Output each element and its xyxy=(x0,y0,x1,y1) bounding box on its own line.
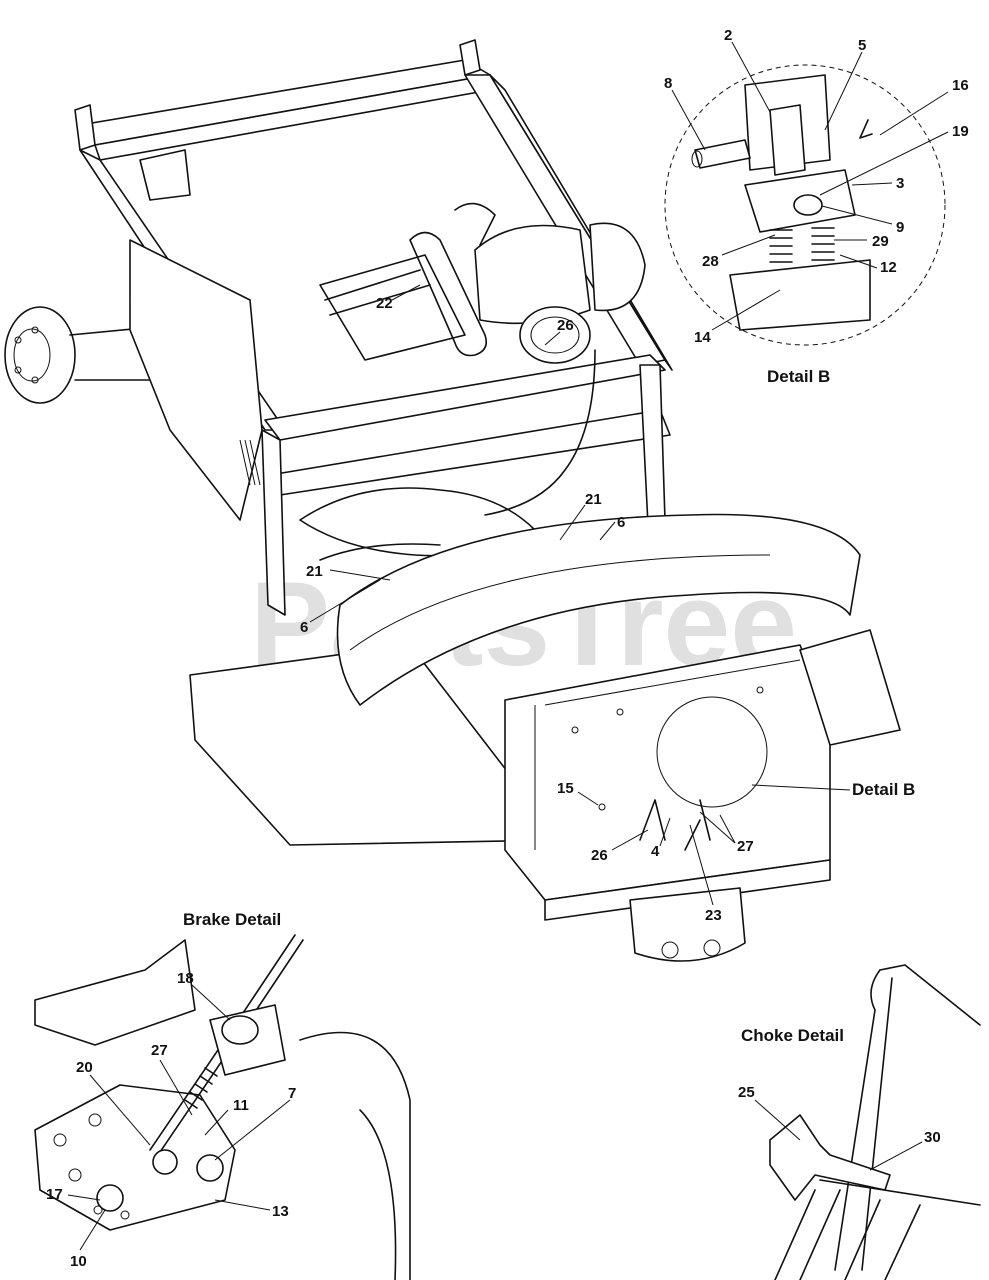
spring-left xyxy=(769,229,793,263)
choke-detail-view xyxy=(769,964,981,1280)
callout-3: 3 xyxy=(896,175,904,192)
callout-19: 19 xyxy=(952,123,969,140)
callout-4: 4 xyxy=(651,843,660,860)
detail-b-callout-label: Detail B xyxy=(852,780,915,799)
detail-b-title: Detail B xyxy=(767,367,830,386)
callout-13: 13 xyxy=(272,1203,289,1220)
callout-21-right: 21 xyxy=(585,491,602,508)
callout-26-engine: 26 xyxy=(557,317,574,334)
callout-10: 10 xyxy=(70,1253,87,1270)
callout-17: 17 xyxy=(46,1186,63,1203)
detail-b-view xyxy=(664,64,946,346)
callout-12: 12 xyxy=(880,259,897,276)
frame-assembly xyxy=(4,39,901,962)
callout-5: 5 xyxy=(858,37,866,54)
callout-20: 20 xyxy=(76,1059,93,1076)
callout-25: 25 xyxy=(738,1084,755,1101)
callout-30: 30 xyxy=(924,1129,941,1146)
callout-22: 22 xyxy=(376,295,393,312)
callout-27-brake: 27 xyxy=(151,1042,168,1059)
callout-27-panel: 27 xyxy=(737,838,754,855)
callout-14: 14 xyxy=(694,329,711,346)
callout-29: 29 xyxy=(872,233,889,250)
callout-8: 8 xyxy=(664,75,672,92)
choke-detail-title: Choke Detail xyxy=(741,1026,844,1045)
brake-detail-view xyxy=(34,934,411,1280)
callout-6-left: 6 xyxy=(300,619,308,636)
callout-labels: 2 5 8 16 19 3 9 28 29 12 14 22 26 21 6 2… xyxy=(46,27,969,1270)
callout-7: 7 xyxy=(288,1085,296,1102)
callout-6-right: 6 xyxy=(617,514,625,531)
callout-23: 23 xyxy=(705,907,722,924)
callout-15: 15 xyxy=(557,780,574,797)
callout-28: 28 xyxy=(702,253,719,270)
brake-detail-title: Brake Detail xyxy=(183,910,281,929)
callout-11: 11 xyxy=(233,1097,249,1114)
callout-16: 16 xyxy=(952,77,969,94)
callout-18: 18 xyxy=(177,970,194,987)
callout-9: 9 xyxy=(896,219,904,236)
callout-21-left: 21 xyxy=(306,563,323,580)
spring-right xyxy=(811,227,835,261)
callout-2: 2 xyxy=(724,27,732,44)
callout-26-panel: 26 xyxy=(591,847,608,864)
leader-lines xyxy=(67,41,949,1251)
